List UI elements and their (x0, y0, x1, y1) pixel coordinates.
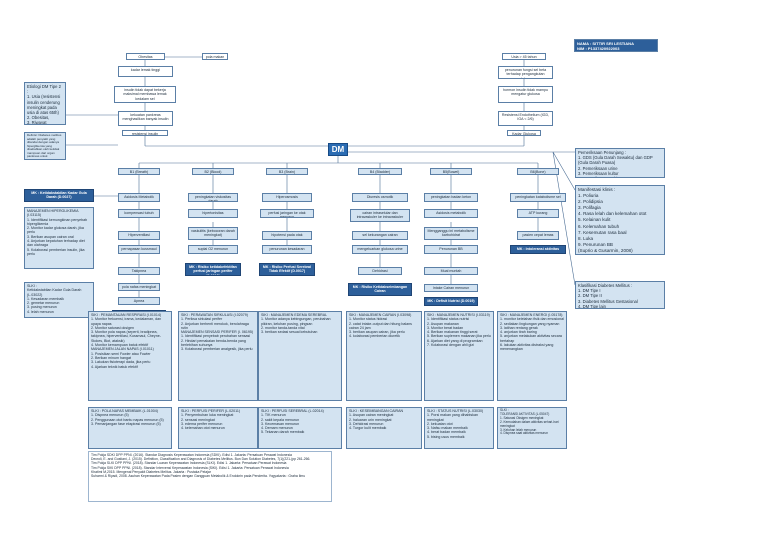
slki-b5: SLKI : STATUS NUTRISI (L.03030) 1. Porsi… (424, 407, 494, 449)
b4-mid3: mengeluarkan glukosa urine (352, 245, 408, 254)
node-obesitas: Obesitas (126, 53, 165, 60)
b2-cause: peningkatan viskositas darah (188, 193, 238, 202)
b2-diagnosis-box: MK : Risiko ketidakefektifan perfusi jar… (185, 263, 241, 276)
tag-b5: B5(Bowel) (430, 168, 472, 175)
node-kekuatan-pankreas: kekuatan pankreas menghasilkan banyak in… (118, 111, 173, 126)
b4-diagnosis: MK : Risiko Ketidakseimbangan Cairan (348, 283, 412, 296)
b5-mid3b: Mual muntah (424, 267, 478, 275)
b3-diagnosis: MK : Risiko Perfusi Serebral Tidak Efekt… (259, 263, 315, 276)
b6-mid2: pasien cepat lemas (517, 231, 559, 240)
node-insulin-tidak: insulin tidak dapat bekerja maksimal mem… (114, 86, 176, 103)
slki-gula-darah: SLKI : Ketidakstabilan Kadar Gula Darah … (24, 282, 94, 318)
student-name: NAMA : SITTIR SRI LESTIANA (577, 41, 634, 46)
pemeriksaan-penunjang: Pemeriksaan Penunjang : 1. GDS (Gula Dar… (575, 148, 665, 178)
etiologi-note: Etiologi DM Tipe 2 : 1. Usia (resistensi… (24, 82, 66, 125)
b3-mid3: penurunan kesadaran (262, 245, 312, 254)
slki-b6: SLKI : TOLERANSI AKTIVITAS (L.05047) 1. … (497, 407, 567, 449)
student-info-header: NAMA : SITTIR SRI LESTIANA NIM : P133742… (574, 39, 658, 52)
b2-mid1: hipertonisitas (188, 209, 238, 218)
b5-mid2: Mengganggu ini metabolisme karbohidrat (424, 227, 478, 240)
b6-diagnosis: MK : Intoleransi aktivitas (510, 245, 566, 254)
b5-cause: peningkatan badan keton (424, 193, 478, 202)
slki-b3: SLKI : PERFUSI SEREBRAL (L.02014) 1. TIK… (258, 407, 342, 449)
siki-b1: SIKI : PEMANTAUAN RESPIRASI (I.01014) 1.… (88, 311, 172, 401)
b1-mid1: kompensasi tubuh (118, 209, 160, 218)
b1-mid2: Hiperventilasi (118, 231, 160, 240)
b4-mid2: sel kekurangan cairan (352, 231, 408, 240)
b3-mid1: perfusi jaringan ke otak menurun (260, 209, 314, 218)
b2-mid3: suplai O2 menurun (188, 245, 238, 254)
siki-b4: SIKI : MANAJEMEN CAIRAN (I.03098) 1. Mon… (346, 311, 422, 401)
b4-cause: Diuresis osmotik (352, 193, 408, 202)
b5-diagnosis: MK : Defisit Nutrisi (D.0019) (424, 297, 478, 306)
siki-b2: SIKI : PERAWATAN SIRKULASI (I.02079) 1. … (178, 311, 258, 401)
b3-cause: Hiperosmosis (262, 193, 312, 202)
dm-node: DM (328, 143, 348, 156)
siki-b5: SIKI : MANAJEMEN NUTRISI (I.03119) 1. Id… (424, 311, 494, 401)
tag-b4: B4 (Bladder) (358, 168, 402, 175)
references: Tim Pokja SDKI DPP PPNI. (2016). Standar… (88, 451, 332, 502)
siki-b3: SIKI : MANAJEMEN EDEMA SEREBRAL 1. Monit… (258, 311, 342, 401)
b5-mid5: Intake Cairan menurun (424, 284, 478, 292)
mk-ketidakstabilan: MK : Ketidakstabilan Kadar Gula Darah (D… (24, 189, 94, 202)
b1-cause: Asidosis Metabolik (118, 193, 160, 202)
slki-b1: SLKI : POLA NAFAS MEMBAIK (L.01004) 1. D… (88, 407, 172, 449)
definisi-note: Definisi: Diabetes mellitus adalah penya… (24, 132, 66, 160)
node-pola-makan: pola makan (202, 53, 228, 60)
b3-mid2: hipotensi pada otak (262, 231, 312, 240)
slki-b2: SLKI : PERFUSI PERIFER (L.02011) 1. Peny… (178, 407, 258, 449)
node-resistensi: Resistensi Endothelium (IGD, IGA < 2/6) (498, 111, 553, 126)
klasifikasi-dm: Klasifikasi Diabetes Mellitus : 1. DM Ti… (575, 281, 665, 309)
siki-b6: SIKI : MANAJEMEN ENERGI (I.05178) 1. mon… (497, 311, 567, 401)
b5-mid3: Penurunan BB (424, 245, 478, 254)
b1-mid4: Takipnea (118, 267, 160, 275)
node-resistensi-insulin: resistensi insulin (122, 130, 168, 136)
b1-mid3: pernapasan kussmaul (118, 245, 160, 254)
node-usia: Usia > 45 tahun (502, 53, 546, 60)
tag-b1: B1 (Breath) (118, 168, 160, 175)
node-hormon-insulin: hormon insulin tidak mampu mengatur gluk… (498, 86, 553, 103)
b4-mid1: cairan intraselular dan intravaskuler ke… (350, 209, 410, 222)
node-kadar-lemak: kadar lemak tinggi (118, 66, 173, 77)
manifestasi-klinis: Manifestasi klinis : 1. Poliuria 2. Poli… (575, 185, 665, 255)
b5-mid1: Asidosis metabolik (424, 209, 478, 218)
b1-mid5: pola nafas meningkat (118, 283, 160, 291)
b2-mid2: vaskulitis (kebocoran darah meningkat) (188, 227, 238, 240)
tag-b3: B3 (Brain) (266, 168, 308, 175)
student-nim: NIM : P1337420922003 (577, 46, 620, 51)
manajemen-hiperglikemia: MANAJEMEN HIPERGLIKEMIA (I.03115) 1. Ide… (24, 207, 94, 269)
slki-b4: SLKI : KESEIMBANGAN CAIRAN 1. Asupan cai… (346, 407, 422, 449)
node-kadar-glukosa: Kadar Glukosa (507, 130, 541, 136)
tag-b6: B6(Bone) (517, 168, 559, 175)
tag-b2: B2 (Blood) (192, 168, 234, 175)
b1-mid6: Apnea (118, 297, 160, 305)
node-penurunan-fungsi: penurunan fungsi sel beta terhadap penga… (498, 66, 553, 79)
b6-cause: peningkatan katabolisme sel (510, 193, 566, 202)
b6-mid1: ATP kurang (517, 209, 559, 218)
b4-mid4: Dehidrasi (358, 267, 402, 275)
